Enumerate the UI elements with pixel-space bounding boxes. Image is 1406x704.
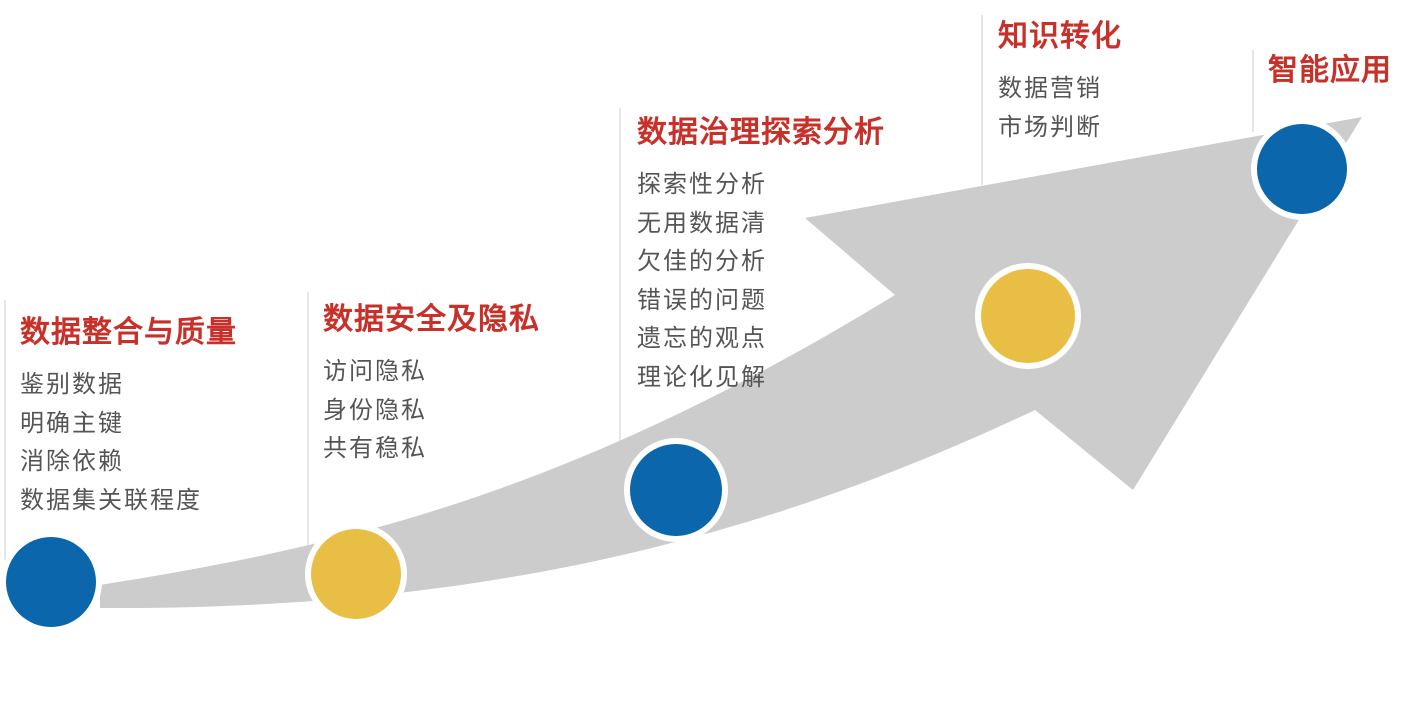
milestone-dot-blue	[6, 537, 96, 627]
stage-2: 数据安全及隐私 访问隐私 身份隐私 共有稳私	[323, 300, 540, 468]
stage-item: 市场判断	[998, 112, 1102, 141]
stage-item: 探索性分析	[637, 170, 767, 198]
stage-title: 数据整合与质量	[20, 315, 237, 350]
stage-title: 数据安全及隐私	[323, 302, 540, 337]
milestone-dot-blue	[1257, 124, 1347, 214]
growth-arrow	[100, 117, 1362, 609]
stage-item: 理论化见解	[637, 362, 767, 391]
stage-item: 身份隐私	[323, 395, 427, 424]
stage-item: 消除依赖	[20, 447, 124, 475]
stage-item: 数据营销	[998, 74, 1102, 102]
stage-5: 智能应用	[1268, 51, 1392, 91]
stage-item: 错误的问题	[637, 285, 767, 314]
stage-item: 无用数据清	[637, 208, 767, 237]
stage-3: 数据治理探索分析 探索性分析 无用数据清 欠佳的分析 错误的问题 遗忘的观点 理…	[637, 113, 885, 396]
stage-1: 数据整合与质量 鉴别数据 明确主键 消除依赖 数据集关联程度	[20, 313, 237, 519]
stage-4: 知识转化 数据营销 市场判断	[998, 17, 1122, 146]
milestone-dot-blue	[630, 444, 722, 536]
stage-title: 知识转化	[998, 19, 1122, 54]
stage-item: 数据集关联程度	[20, 485, 202, 514]
milestone-dot-yellow	[981, 269, 1075, 363]
stage-item: 欠佳的分析	[637, 247, 767, 275]
stage-title: 数据治理探索分析	[637, 115, 885, 150]
stage-item: 遗忘的观点	[637, 324, 767, 352]
stage-title: 智能应用	[1268, 53, 1392, 88]
stage-item: 访问隐私	[323, 357, 427, 385]
stage-item: 鉴别数据	[20, 370, 124, 398]
stage-item: 共有稳私	[323, 434, 427, 462]
milestone-dot-yellow	[311, 529, 401, 619]
stage-item: 明确主键	[20, 408, 124, 437]
